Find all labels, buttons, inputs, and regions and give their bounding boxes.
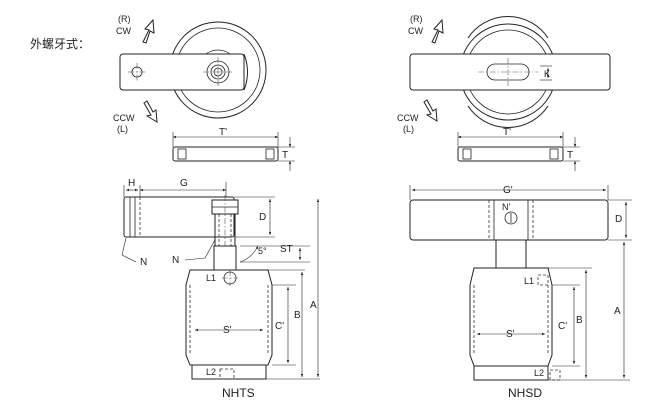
dim-t-prime: T' [219, 127, 227, 138]
nhsd-top-view [409, 16, 611, 128]
ccw-direction-label: CCW [397, 113, 419, 123]
dim-a: A [310, 300, 317, 311]
dim-s-prime: S' [223, 325, 232, 336]
cw-code-label: (R) [410, 14, 423, 24]
dim-k: K [544, 69, 550, 79]
dim-a: A [614, 306, 621, 317]
caption-nhts: NHTS [222, 386, 255, 400]
nhts-washer-side-view [172, 132, 295, 171]
nhts-front-view [121, 182, 320, 380]
set-screw-icon [504, 211, 518, 225]
dim-t-prime: T' [503, 127, 511, 138]
dim-b: B [576, 315, 583, 326]
dim-g: G [180, 178, 188, 189]
section-heading: 外螺牙式： [30, 37, 90, 51]
cw-rotation-arrow-icon [431, 18, 444, 44]
nhts-top-view [119, 21, 267, 119]
ccw-code-label: (L) [117, 124, 128, 134]
dim-c-prime: C' [275, 321, 284, 332]
label-l1: L1 [524, 276, 534, 286]
caption-nhsd: NHSD [508, 386, 542, 400]
ccw-code-label: (L) [403, 124, 414, 134]
nhsd-drawing: K (R) CW CCW (L) T' T [397, 14, 632, 400]
ccw-rotation-arrow-icon [423, 99, 438, 122]
dim-c-prime: C' [558, 321, 567, 332]
label-l2: L2 [206, 367, 216, 377]
label-n-bolt: N [172, 255, 179, 266]
dim-st: ST [280, 244, 293, 255]
nhsd-front-view [409, 185, 632, 381]
dim-g-prime: G' [503, 185, 513, 196]
nhsd-washer-side-view [457, 132, 580, 171]
dim-s-prime: S' [506, 329, 515, 340]
cw-code-label: (R) [118, 14, 131, 24]
ccw-direction-label: CCW [113, 113, 135, 123]
dim-d: D [615, 214, 622, 225]
dim-t: T [282, 150, 288, 161]
nhts-drawing: (R) CW CCW (L) T' T [113, 14, 320, 400]
label-l2: L2 [534, 368, 544, 378]
label-n-arm: N [140, 257, 147, 268]
ccw-rotation-arrow-icon [143, 100, 158, 123]
dim-d: D [259, 212, 266, 223]
dim-angle: 5° [258, 246, 267, 256]
label-n-prime: N' [502, 202, 510, 212]
cw-rotation-arrow-icon [142, 18, 155, 44]
cw-direction-label: CW [408, 26, 423, 36]
dim-t: T [567, 150, 573, 161]
dim-b: B [294, 310, 301, 321]
dim-h: H [128, 178, 135, 189]
cw-direction-label: CW [116, 26, 131, 36]
label-l1: L1 [206, 273, 216, 283]
